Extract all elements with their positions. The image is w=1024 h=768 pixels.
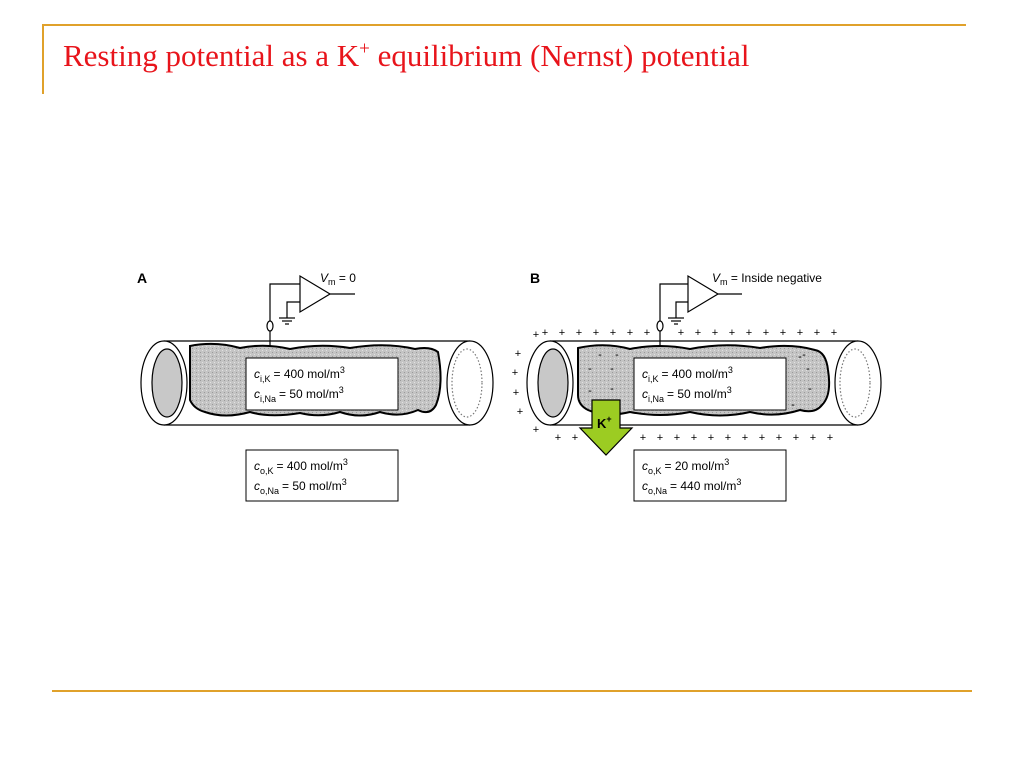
- co-k-a: co,K= 400 mol/m3: [254, 457, 348, 476]
- co-na-b: co,Na= 440 mol/m3: [642, 477, 741, 496]
- minus-charge: -: [588, 363, 592, 375]
- minus-charge: -: [610, 363, 614, 375]
- plus-charge: +: [780, 327, 786, 339]
- side-rule: [42, 24, 44, 94]
- plus-charge: +: [759, 432, 765, 444]
- plus-charge: +: [708, 432, 714, 444]
- plus-charge: +: [797, 327, 803, 339]
- plus-charge: +: [610, 327, 616, 339]
- vm-label-b: Vm = Inside negative: [712, 271, 822, 287]
- k-ion-label: K+: [597, 414, 612, 431]
- title-superscript: +: [359, 38, 370, 60]
- title-text-end: equilibrium (Nernst) potential: [369, 38, 750, 73]
- plus-charge: +: [576, 327, 582, 339]
- plus-charge: +: [810, 432, 816, 444]
- plus-charge: +: [793, 432, 799, 444]
- slide-title: Resting potential as a K+ equilibrium (N…: [63, 38, 750, 74]
- plus-charge: +: [742, 432, 748, 444]
- minus-charge: -: [798, 351, 802, 363]
- co-na-a: co,Na= 50 mol/m3: [254, 477, 347, 496]
- plus-charge: +: [517, 406, 523, 418]
- panel-a: A Vm = 0 ci,K= 400 mol/m3 ci,Na= 50: [137, 270, 494, 502]
- minus-charge: -: [610, 383, 614, 395]
- plus-charge: +: [542, 327, 548, 339]
- plus-charge: +: [533, 424, 539, 436]
- co-k-b: co,K= 20 mol/m3: [642, 457, 729, 476]
- amplifier-a: [266, 274, 355, 352]
- plus-charge: +: [729, 327, 735, 339]
- plus-charge: +: [746, 327, 752, 339]
- plus-charge: +: [814, 327, 820, 339]
- plus-charge: +: [640, 432, 646, 444]
- title-text: Resting potential as a K: [63, 38, 360, 73]
- plus-charge: +: [512, 367, 518, 379]
- minus-charge: -: [588, 385, 592, 397]
- plus-charge: +: [559, 327, 565, 339]
- minus-charge: -: [615, 349, 619, 361]
- minus-charge: -: [598, 349, 602, 361]
- panel-b: B Vm = Inside negative + + + + + + + + + + + + + + + + +…: [512, 270, 882, 502]
- panel-b-label: B: [530, 270, 540, 286]
- plus-charge: +: [515, 348, 521, 360]
- plus-charge: +: [513, 387, 519, 399]
- outside-concentration-box-a: co,K= 400 mol/m3 co,Na= 50 mol/m3: [245, 449, 399, 502]
- plus-charge: +: [691, 432, 697, 444]
- inside-concentration-box-b: ci,K= 400 mol/m3 ci,Na= 50 mol/m3: [633, 357, 787, 411]
- plus-charge: +: [674, 432, 680, 444]
- plus-charge: +: [725, 432, 731, 444]
- vm-label-a: Vm = 0: [320, 271, 356, 287]
- minus-charge: -: [806, 363, 810, 375]
- plus-charge: +: [695, 327, 701, 339]
- plus-charge: +: [555, 432, 561, 444]
- plus-charge: +: [827, 432, 833, 444]
- minus-charge: -: [802, 349, 806, 361]
- ci-k-b: ci,K= 400 mol/m3: [642, 365, 733, 384]
- plus-charge: +: [593, 327, 599, 339]
- plus-charge: +: [627, 327, 633, 339]
- plus-charge: +: [533, 329, 539, 341]
- plus-charge: +: [678, 327, 684, 339]
- ci-na-a: ci,Na= 50 mol/m3: [254, 385, 344, 404]
- plus-charge: +: [572, 432, 578, 444]
- ci-k-a: ci,K= 400 mol/m3: [254, 365, 345, 384]
- outside-concentration-box-b: co,K= 20 mol/m3 co,Na= 440 mol/m3: [633, 449, 787, 502]
- plus-charge: +: [657, 432, 663, 444]
- ci-na-b: ci,Na= 50 mol/m3: [642, 385, 732, 404]
- minus-charge: -: [791, 399, 795, 411]
- top-rule: [42, 24, 966, 26]
- inside-concentration-box-a: ci,K= 400 mol/m3 ci,Na= 50 mol/m3: [245, 357, 399, 411]
- k-efflux-arrow: K+: [578, 399, 634, 456]
- panel-a-label: A: [137, 270, 147, 286]
- plus-charge: +: [644, 327, 650, 339]
- plus-charge: +: [712, 327, 718, 339]
- bottom-rule: [52, 690, 972, 692]
- plus-charge: +: [831, 327, 837, 339]
- plus-charge: +: [763, 327, 769, 339]
- plus-charge: +: [776, 432, 782, 444]
- minus-charge: -: [808, 383, 812, 395]
